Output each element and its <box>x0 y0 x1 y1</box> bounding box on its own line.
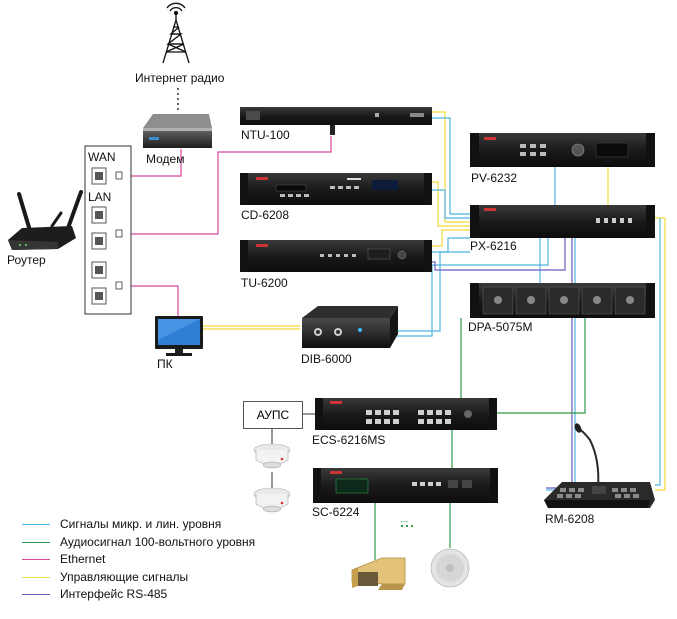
legend-item-control: Управляющие сигналы <box>22 569 322 587</box>
legend-item-audio100: Аудиосигнал 100-вольтного уровня <box>22 534 322 552</box>
cd-label: CD-6208 <box>241 208 290 222</box>
audio-dpa-ecs <box>497 318 586 414</box>
router-icon <box>8 190 83 250</box>
legend: Сигналы микр. и лин. уровня Аудиосигнал … <box>22 516 322 604</box>
radio-tower-icon <box>162 2 190 64</box>
px-6216-device <box>470 205 655 238</box>
ntu-100-device <box>240 107 432 135</box>
rm-label: RM-6208 <box>545 512 595 526</box>
smoke-detector-icon <box>253 487 291 513</box>
dib-label: DIB-6000 <box>301 352 352 366</box>
dots-label: ... <box>400 514 409 525</box>
cd-6208-device <box>240 173 432 205</box>
ethernet-lan-pc <box>122 285 179 318</box>
legend-label: Ethernet <box>60 552 106 567</box>
legend-swatch <box>22 541 50 543</box>
sc-label: SC-6224 <box>312 505 360 519</box>
legend-label: Сигналы микр. и лин. уровня <box>60 517 222 531</box>
legend-swatch <box>22 594 50 596</box>
pv-6232-device <box>470 133 655 167</box>
more-speakers-dots <box>401 525 413 527</box>
cables <box>122 88 666 560</box>
legend-label: Управляющие сигналы <box>60 569 189 584</box>
legend-item-rs485: Интерфейс RS-485 <box>22 586 322 604</box>
dpa-5075m-device <box>470 283 655 318</box>
legend-item-ethernet: Ethernet <box>22 551 322 569</box>
rs485-px-rm <box>546 238 573 489</box>
modem-label: Модем <box>146 152 185 166</box>
dpa-label: DPA-5075M <box>468 320 533 334</box>
dib-6000-device <box>302 306 398 348</box>
rm-6208-device <box>544 423 655 508</box>
legend-swatch <box>22 524 50 525</box>
smoke-detector-icon <box>253 443 291 469</box>
modem-icon <box>143 114 212 148</box>
ntu-label: NTU-100 <box>241 128 290 142</box>
ecs-6216ms-device <box>315 398 497 430</box>
horn-speaker-icon <box>351 557 406 590</box>
pc-label: ПК <box>157 357 173 371</box>
ethernet-lan-ntu <box>122 136 332 235</box>
aups-box: АУПС <box>243 401 303 429</box>
legend-swatch <box>22 576 50 578</box>
px-label: PX-6216 <box>470 239 517 253</box>
ceiling-speaker-icon <box>430 548 470 588</box>
legend-label: Аудиосигнал 100-вольтного уровня <box>60 534 256 549</box>
lan-label: LAN <box>88 190 112 204</box>
sc-6224-device <box>313 468 498 503</box>
internet-radio-label: Интернет радио <box>135 71 225 85</box>
tu-label: TU-6200 <box>241 276 288 290</box>
legend-swatch <box>22 559 50 561</box>
router-ports <box>84 145 132 315</box>
ethernet-wan-modem <box>122 149 182 177</box>
signal-dib-px <box>396 251 470 332</box>
pc-monitor-icon <box>155 316 203 356</box>
legend-label: Интерфейс RS-485 <box>60 587 168 602</box>
legend-item-signal: Сигналы микр. и лин. уровня <box>22 516 322 534</box>
ecs-label: ECS-6216MS <box>312 433 386 447</box>
pv-label: PV-6232 <box>471 171 518 185</box>
tu-6200-device <box>240 240 432 272</box>
router-label: Роутер <box>7 253 46 267</box>
wan-label: WAN <box>88 150 116 164</box>
